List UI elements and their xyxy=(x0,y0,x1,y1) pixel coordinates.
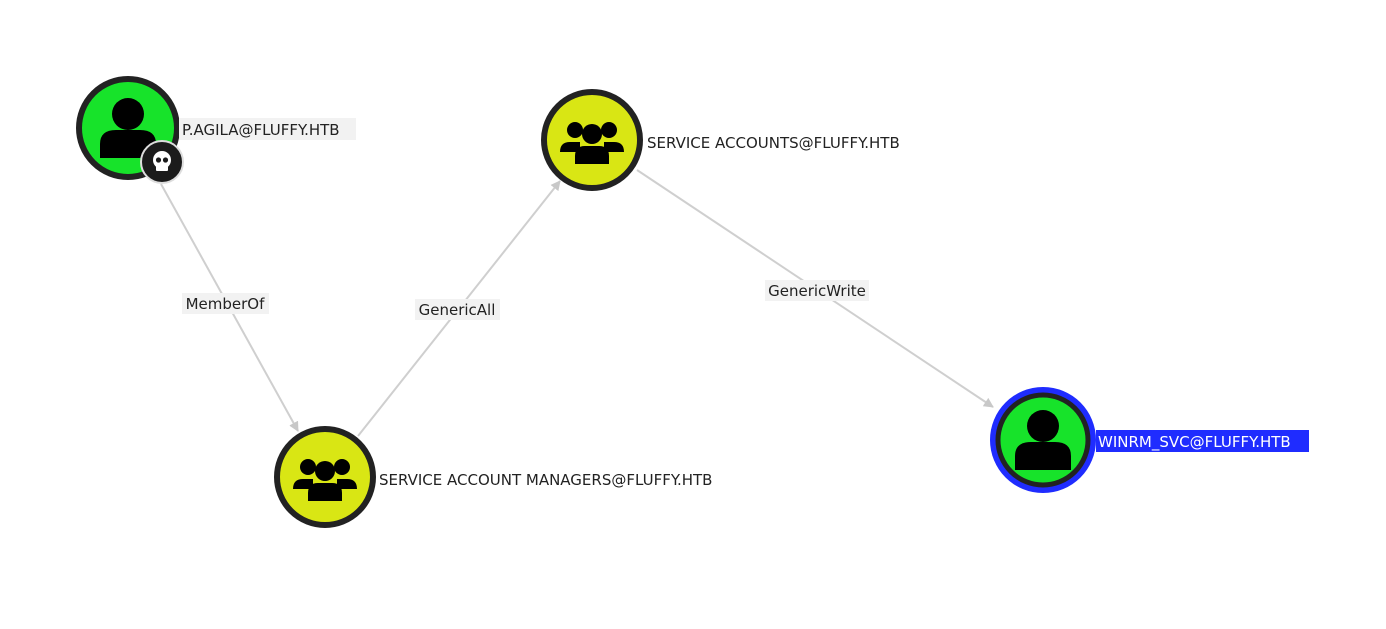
node-label: SERVICE ACCOUNT MANAGERS@FLUFFY.HTB xyxy=(379,471,712,489)
node-label: P.AGILA@FLUFFY.HTB xyxy=(182,121,340,139)
edge-memberof[interactable]: MemberOf xyxy=(160,183,299,432)
edge-label: GenericWrite xyxy=(768,282,866,300)
skull-icon xyxy=(140,140,184,184)
node-p-agila[interactable]: P.AGILA@FLUFFY.HTB xyxy=(76,76,356,184)
edge-label-bg xyxy=(765,280,869,301)
edge-label-bg xyxy=(182,293,269,314)
edge-label-bg xyxy=(415,299,500,320)
edge-label: MemberOf xyxy=(186,295,266,313)
node-label: SERVICE ACCOUNTS@FLUFFY.HTB xyxy=(647,134,900,152)
node-winrm-svc[interactable]: WINRM_SVC@FLUFFY.HTB xyxy=(990,387,1309,493)
edge-genericwrite[interactable]: GenericWrite xyxy=(636,169,994,408)
node-service-account-managers[interactable]: SERVICE ACCOUNT MANAGERS@FLUFFY.HTB xyxy=(274,426,712,528)
edge-label: GenericAll xyxy=(419,301,496,319)
edge-genericall[interactable]: GenericAll xyxy=(357,180,561,437)
node-service-accounts[interactable]: SERVICE ACCOUNTS@FLUFFY.HTB xyxy=(541,89,900,191)
node-label: WINRM_SVC@FLUFFY.HTB xyxy=(1098,433,1291,452)
